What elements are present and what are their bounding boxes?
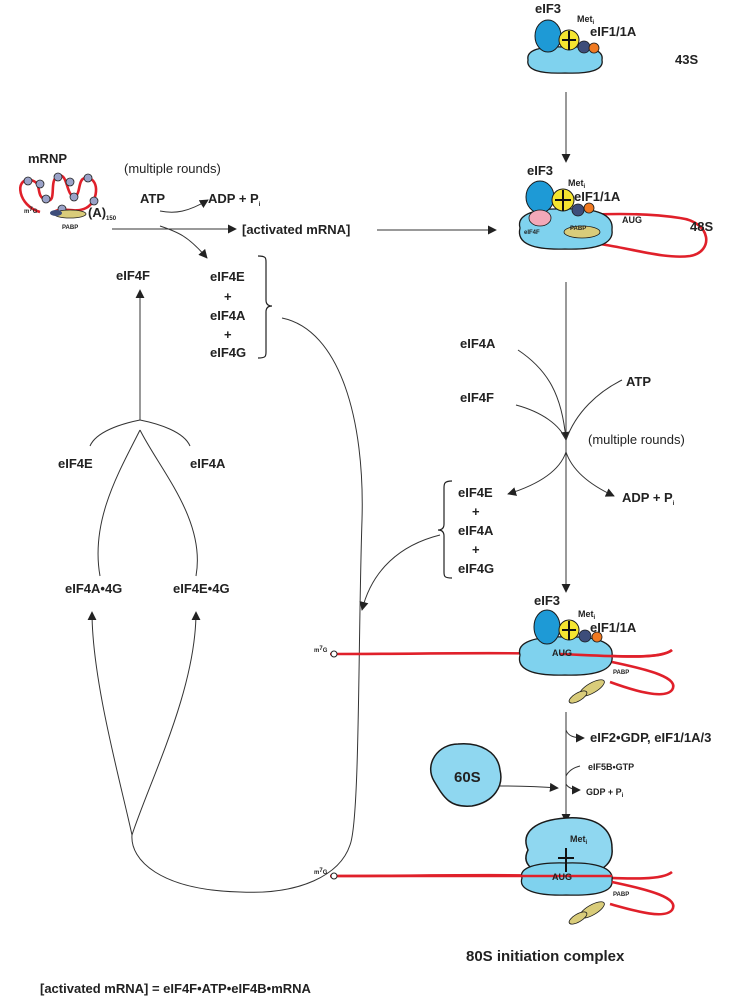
merge-eif4a <box>139 419 191 447</box>
right-eif4a: eIF4A <box>458 523 494 538</box>
met-label-43s: Meti <box>577 14 595 26</box>
atp-left: ATP <box>140 191 165 206</box>
eif3-label-aug: eIF3 <box>534 593 560 608</box>
eif3-label-48s: eIF3 <box>527 163 553 178</box>
eif5b-in-arrow <box>565 765 581 777</box>
aug-label-80s: AUG <box>552 872 572 882</box>
poly-a-label: (A)150 <box>88 205 117 222</box>
eif4a4g-label: eIF4A•4G <box>65 581 122 596</box>
pabp-label-mrnp: PABP <box>62 225 78 231</box>
met-label-48s: Meti <box>568 178 586 190</box>
left-eif4a: eIF4A <box>210 308 246 323</box>
eif3-subunit <box>534 19 562 53</box>
right-brace <box>437 480 453 579</box>
arrow-to-eif4a4g <box>87 611 133 836</box>
left-eif4e: eIF4E <box>210 269 245 284</box>
met-label-80s: Meti <box>570 834 588 846</box>
subunit-60s <box>429 743 502 807</box>
eif4e4g-label: eIF4E•4G <box>173 581 230 596</box>
right-plus-1: + <box>472 504 480 519</box>
arrow-to-eif4e4g <box>131 611 201 836</box>
arrow-release-factors <box>565 729 585 743</box>
left-plus-1: + <box>224 289 232 304</box>
eif5b-gtp-label: eIF5B•GTP <box>588 762 634 772</box>
m7g-label-aug: m7G <box>314 646 328 654</box>
arrow-right-brace-to-loop <box>359 534 441 611</box>
pabp-label-aug: PABP <box>613 670 629 676</box>
eif1-label-48s: eIF1/1A <box>574 189 621 204</box>
eif4f-left-label: eIF4F <box>116 268 150 283</box>
eif1-label-43s: eIF1/1A <box>590 24 637 39</box>
eif4f-inner-label: eIF4F <box>524 230 540 236</box>
right-atp-label: ATP <box>626 374 651 389</box>
multiple-rounds-left: (multiple rounds) <box>124 161 221 176</box>
eif4e-mid-label: eIF4E <box>58 456 93 471</box>
right-eif4f-label: eIF4F <box>460 390 494 405</box>
right-eif4g: eIF4G <box>458 561 494 576</box>
left-brace <box>257 255 273 359</box>
arrow-to-eif4e-left <box>159 225 208 259</box>
gdp-label: GDP + Pi <box>586 787 624 799</box>
m7g-label: m7G <box>24 207 38 215</box>
arrow-atp-in <box>565 379 623 441</box>
label-48s: 48S <box>690 219 713 234</box>
aug-label-48s: AUG <box>622 215 642 225</box>
complex-at-aug <box>329 609 675 704</box>
released-factors-label: eIF2•GDP, eIF1/1A/3 <box>590 730 711 745</box>
met-label-aug: Meti <box>578 609 596 621</box>
adp-left: ADP + Pi <box>208 191 261 208</box>
footnote: [activated mRNA] = eIF4F•ATP•eIF4B•mRNA <box>40 981 312 996</box>
arrow-atp-to-adp-left <box>159 199 209 213</box>
arrow-60s-in <box>499 782 559 792</box>
recycle-loop-left <box>131 317 363 893</box>
right-eif4e: eIF4E <box>458 485 493 500</box>
left-plus-2: + <box>224 327 232 342</box>
merge-eif4a4g <box>97 429 141 577</box>
arrow-out-to-adp <box>565 451 615 497</box>
eif4f-factor-48s <box>528 209 552 227</box>
right-eif4a-label: eIF4A <box>460 336 496 351</box>
activated-mrna-label: [activated mRNA] <box>242 222 350 237</box>
mrnp-label: mRNP <box>28 151 67 166</box>
pabp-label-80s: PABP <box>613 892 629 898</box>
m7g-label-80s: m7G <box>314 868 328 876</box>
eif3-label-43s: eIF3 <box>535 1 561 16</box>
label-43s: 43S <box>675 52 698 67</box>
pabp-label-48s: PABP <box>570 226 586 232</box>
multiple-rounds-right: (multiple rounds) <box>588 432 685 447</box>
arrow-to-gdp <box>565 783 581 795</box>
mrnp-structure <box>19 172 99 219</box>
arrow-eif4f-in <box>515 404 567 441</box>
eif1-factor <box>577 40 591 54</box>
label-60s: 60S <box>454 769 481 786</box>
eif1-label-aug: eIF1/1A <box>590 620 637 635</box>
merge-eif4e4g <box>139 429 198 577</box>
right-adp-label: ADP + Pi <box>622 490 675 507</box>
left-eif4g: eIF4G <box>210 345 246 360</box>
complex-43s <box>527 19 603 74</box>
merge-eif4e <box>89 419 141 447</box>
label-80s-initiation-complex: 80S initiation complex <box>466 948 625 965</box>
eif1a-factor <box>588 42 600 54</box>
eif3-subunit-48s <box>525 180 555 214</box>
eif4a-mid-label: eIF4A <box>190 456 226 471</box>
arrow-eif4a-in <box>517 349 570 441</box>
arrow-out-to-subunits <box>507 451 567 496</box>
right-plus-2: + <box>472 542 480 557</box>
aug-label-aug: AUG <box>552 648 572 658</box>
complex-80s <box>329 817 675 925</box>
complex-48s <box>518 180 708 258</box>
